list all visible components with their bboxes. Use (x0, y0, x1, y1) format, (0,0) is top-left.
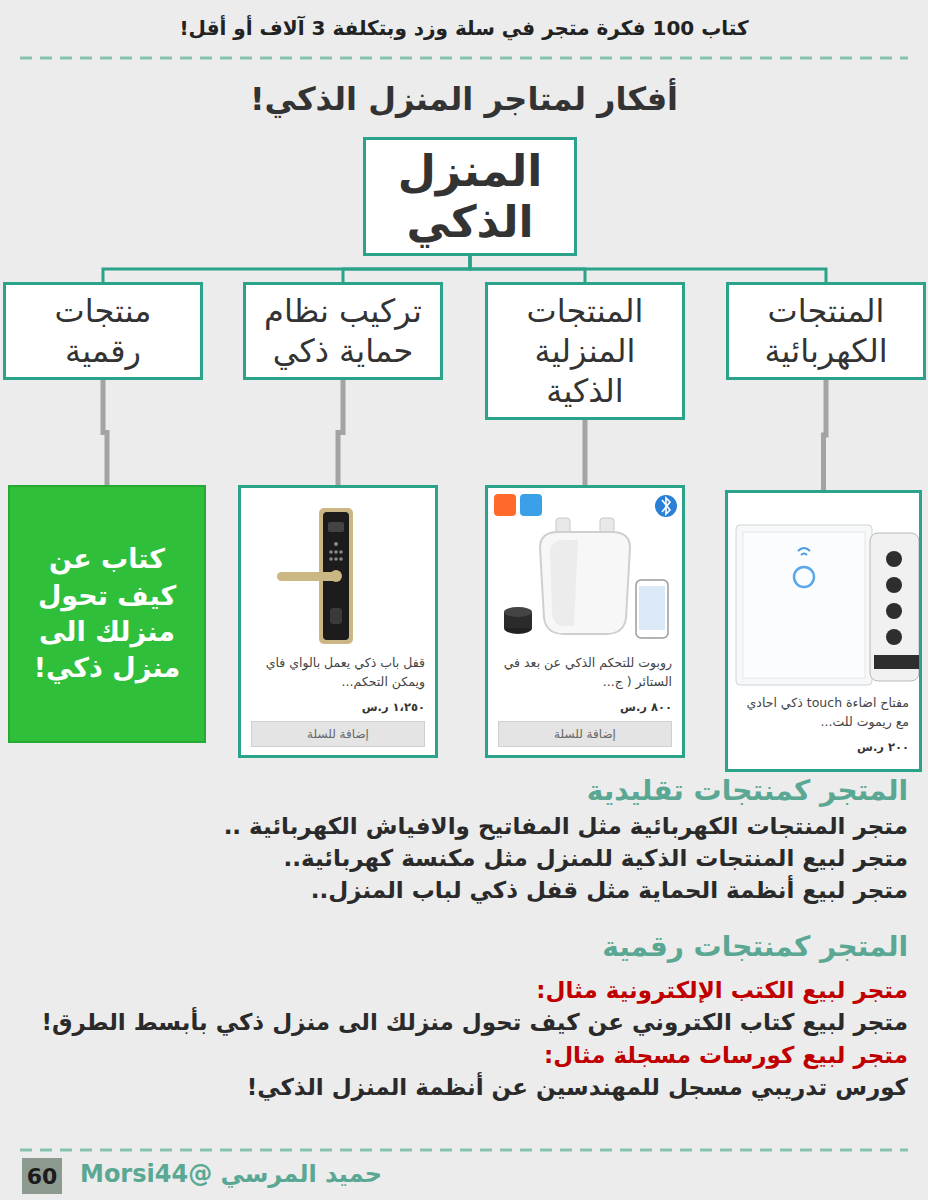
product-name: قفل باب ذكي يعمل بالواي فاي ويمكن التحكم… (251, 653, 425, 692)
digital-product-label: كتاب عن كيف تحول منزلك الى منزل ذكي! (22, 541, 192, 687)
switch-illustration (728, 493, 919, 691)
page-number: 60 (27, 1164, 58, 1189)
book-header: كتاب 100 فكرة متجر في سلة وزد وبتكلفة 3 … (0, 16, 928, 40)
leader-connector (338, 380, 343, 485)
root-label: المنزل الذكي (374, 146, 566, 247)
body-line: كورس تدريبي مسجل للمهندسين عن أنظمة المن… (20, 1071, 908, 1103)
leader-connector (824, 380, 827, 490)
curtain-robot-illustration (488, 488, 682, 650)
product-card: قفل باب ذكي يعمل بالواي فاي ويمكن التحكم… (238, 485, 438, 758)
page-title: أفكار لمتاجر المنزل الذكي! (0, 80, 928, 118)
product-name: روبوت للتحكم الذكي عن بعد في الستائر ( ج… (498, 653, 672, 692)
dashed-rule (20, 1149, 908, 1152)
tree-connector (103, 256, 470, 282)
text-section: المتجر كمنتجات تقليديةمتجر المنتجات الكه… (20, 772, 908, 1103)
product-card: روبوت للتحكم الذكي عن بعد في الستائر ( ج… (485, 485, 685, 758)
category-label: المنتجات الكهربائية (737, 291, 915, 371)
author-credit: حميد المرسي @Morsi44 (80, 1160, 382, 1188)
body-line: متجر المنتجات الكهربائية مثل المفاتيح وا… (20, 810, 908, 842)
product-name: مفتاح اضاءة touch ذكي احادي مع ريموت للت… (738, 693, 909, 732)
leader-connector (103, 380, 107, 485)
tree-connector (470, 256, 585, 282)
page-number-box: 60 (22, 1158, 62, 1194)
body-line: متجر لبيع كتاب الكتروني عن كيف تحول منزل… (20, 1006, 908, 1038)
example-heading: متجر لبيع كورسات مسجلة مثال: (20, 1039, 908, 1071)
category-box: تركيب نظام حماية ذكي (243, 282, 443, 380)
tree-connector (470, 256, 826, 282)
category-box: المنتجات المنزلية الذكية (485, 282, 685, 420)
product-price: ٢٠٠ ر.س (738, 740, 909, 754)
category-label: منتجات رقمية (14, 291, 192, 371)
door-lock-illustration (241, 488, 435, 650)
leader-connector (583, 420, 588, 485)
category-box: المنتجات الكهربائية (726, 282, 926, 380)
body-line: متجر لبيع أنظمة الحماية مثل قفل ذكي لباب… (20, 874, 908, 906)
add-to-cart-button: إضافة للسلة (498, 721, 672, 747)
product-price: ١،٢٥٠ ر.س (251, 700, 425, 714)
category-label: تركيب نظام حماية ذكي (254, 291, 432, 371)
product-price: ٨٠٠ ر.س (498, 700, 672, 714)
category-box: منتجات رقمية (3, 282, 203, 380)
section-heading: المتجر كمنتجات تقليدية (20, 772, 908, 810)
button-label: إضافة للسلة (554, 727, 616, 741)
category-label: المنتجات المنزلية الذكية (496, 291, 674, 411)
root-box: المنزل الذكي (363, 137, 577, 256)
button-label: إضافة للسلة (307, 727, 369, 741)
example-heading: متجر لبيع الكتب الإلكترونية مثال: (20, 974, 908, 1006)
product-card: مفتاح اضاءة touch ذكي احادي مع ريموت للت… (725, 490, 922, 772)
digital-product-card: كتاب عن كيف تحول منزلك الى منزل ذكي! (8, 485, 206, 743)
add-to-cart-button: إضافة للسلة (251, 721, 425, 747)
section-heading: المتجر كمنتجات رقمية (20, 928, 908, 966)
dashed-rule (20, 57, 908, 60)
body-line: متجر لبيع المنتجات الذكية للمنزل مثل مكن… (20, 842, 908, 874)
